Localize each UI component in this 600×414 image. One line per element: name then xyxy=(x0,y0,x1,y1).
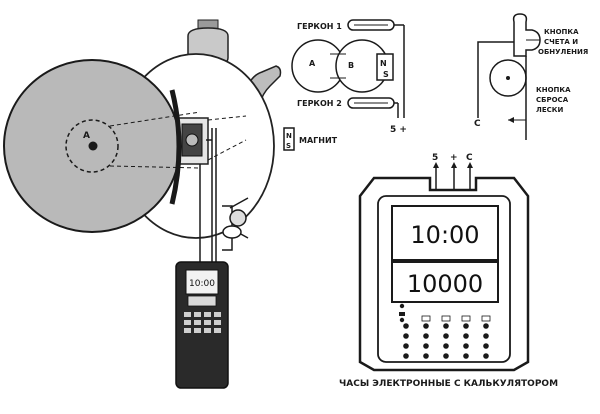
disc-b-label: B xyxy=(348,61,354,70)
pin-label-c: C xyxy=(466,153,473,163)
reed-switch-schematic: ГЕРКОН 1 ГЕРКОН 2 A B N S 5 + xyxy=(291,19,407,135)
small-counter-device: 10:00 xyxy=(175,261,229,389)
label-gerkon-1: ГЕРКОН 1 xyxy=(297,22,342,31)
count-display-value: 10000 xyxy=(407,270,483,298)
device-caption: ЧАСЫ ЭЛЕКТРОННЫЕ С КАЛЬКУЛЯТОРОМ xyxy=(339,379,558,389)
magnet-n-label: N xyxy=(380,59,387,68)
pin-label-plus: + xyxy=(450,153,458,163)
clock-calculator-device: 5 + C 10:00 10000 xyxy=(339,153,558,389)
button-schematic: C КНОПКА СЧЕТА И ОБНУЛЕНИЯ КНОПКА СБРОСА… xyxy=(474,13,588,140)
label-gerkon-2: ГЕРКОН 2 xyxy=(297,99,342,108)
legend-magnet-s: S xyxy=(286,142,291,150)
label-reset-button-3: ЛЕСКИ xyxy=(536,106,563,114)
label-power-plus: 5 + xyxy=(390,125,407,135)
magnet-s-label: S xyxy=(383,70,389,79)
label-reset-button-2: СБРОСА xyxy=(536,96,569,104)
label-c-terminal: C xyxy=(474,119,481,129)
label-reset-button-1: КНОПКА xyxy=(536,86,571,94)
reel-axle xyxy=(88,141,98,151)
time-display xyxy=(391,205,499,261)
reel-label-a: A xyxy=(83,131,90,141)
time-display-value: 10:00 xyxy=(410,221,479,249)
label-count-button-3: ОБНУЛЕНИЯ xyxy=(538,48,588,56)
keypad xyxy=(399,303,491,359)
count-display xyxy=(391,261,499,303)
reel-magnet-track xyxy=(65,119,119,173)
label-magnet: МАГНИТ xyxy=(299,136,338,145)
disc-a-label: A xyxy=(309,59,316,68)
magnet-block xyxy=(376,53,394,81)
reel-disc-rim xyxy=(169,89,182,205)
line-guide-wheel xyxy=(222,225,242,239)
label-count-button-1: КНОПКА xyxy=(544,28,579,36)
magnet-legend: N S МАГНИТ xyxy=(283,127,338,151)
label-count-button-2: СЧЕТА И xyxy=(544,38,578,46)
line-guide-pulley xyxy=(229,209,247,227)
reel-assembly: A xyxy=(3,19,282,262)
legend-magnet-n: N xyxy=(286,132,292,140)
small-device-time: 10:00 xyxy=(189,279,215,289)
count-reset-button xyxy=(512,13,541,57)
pin-label-5: 5 xyxy=(432,153,438,163)
reel-mechanism-axle xyxy=(185,133,199,147)
